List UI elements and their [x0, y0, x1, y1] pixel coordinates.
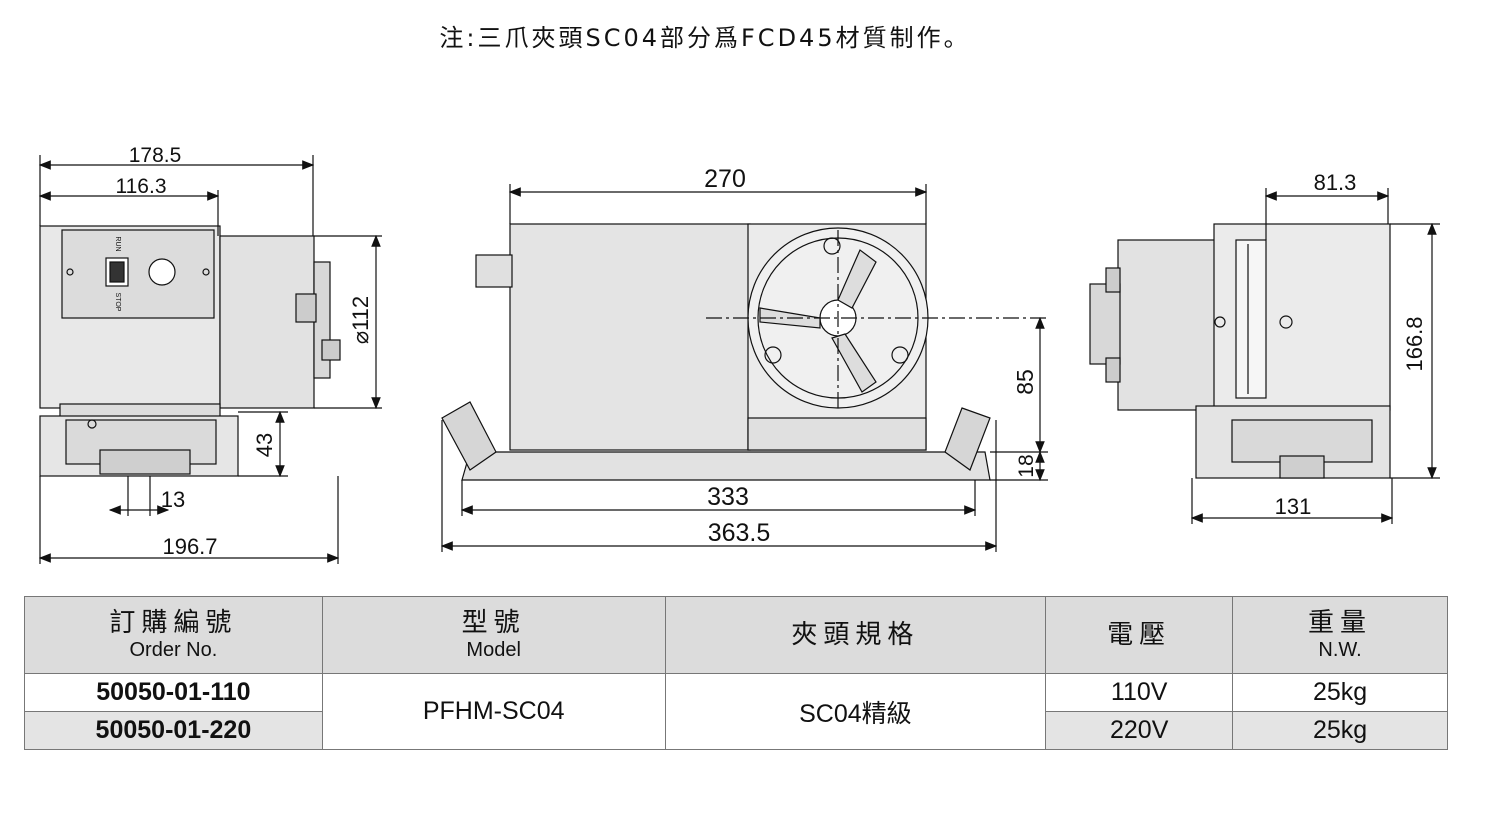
order-no-cell: 50050-01-220	[24, 711, 323, 750]
dim-diameter-112: ⌀112	[348, 296, 373, 344]
dim-196-7: 196.7	[162, 534, 217, 559]
dim-333: 333	[707, 483, 749, 511]
dim-178-5: 178.5	[129, 144, 182, 167]
header-order-no: 訂購編號 Order No.	[24, 596, 323, 674]
dim-363-5: 363.5	[708, 519, 771, 547]
header-chuck-spec: 夾頭規格	[664, 596, 1047, 674]
dim-116-3: 116.3	[116, 175, 167, 198]
right-view	[1089, 223, 1391, 479]
chuck-spec-cell: SC04精級	[664, 673, 1047, 750]
material-note: 注:三爪夾頭SC04部分爲FCD45材質制作。	[439, 24, 971, 52]
left-view	[39, 225, 341, 477]
weight-cell: 25kg	[1232, 673, 1448, 712]
dim-43: 43	[252, 433, 277, 457]
switch-stop-label: STOP	[114, 293, 121, 312]
voltage-cell: 220V	[1045, 711, 1234, 750]
dim-131: 131	[1275, 494, 1312, 519]
order-no-cell: 50050-01-110	[24, 673, 323, 712]
switch-run-label: RUN	[114, 236, 121, 251]
spec-table: 訂購編號 Order No. 型號 Model 夾頭規格 電壓 重量 N.W. …	[24, 596, 1448, 750]
front-view	[441, 223, 1046, 481]
header-model: 型號 Model	[321, 596, 666, 674]
voltage-cell: 110V	[1045, 673, 1234, 712]
dim-13: 13	[161, 487, 185, 512]
table-row: 50050-01-110 PFHM-SC04 SC04精級 110V 25kg	[24, 673, 1448, 750]
table-row: 50050-01-220 220V 25kg	[24, 711, 1448, 750]
header-weight: 重量 N.W.	[1232, 596, 1448, 674]
technical-drawing: 178.5 116.3 ⌀112 43 13 196.7 RUN STOP 27…	[38, 144, 1440, 564]
table-header-row: 訂購編號 Order No. 型號 Model 夾頭規格 電壓 重量 N.W.	[24, 596, 1448, 674]
dim-81-3: 81.3	[1314, 170, 1357, 195]
header-voltage: 電壓	[1045, 596, 1234, 674]
dim-166-8: 166.8	[1402, 316, 1427, 371]
weight-cell: 25kg	[1232, 711, 1448, 750]
model-cell: PFHM-SC04	[321, 673, 666, 750]
dim-18: 18	[1015, 454, 1038, 477]
dim-85: 85	[1012, 369, 1038, 395]
dim-270: 270	[704, 165, 746, 193]
